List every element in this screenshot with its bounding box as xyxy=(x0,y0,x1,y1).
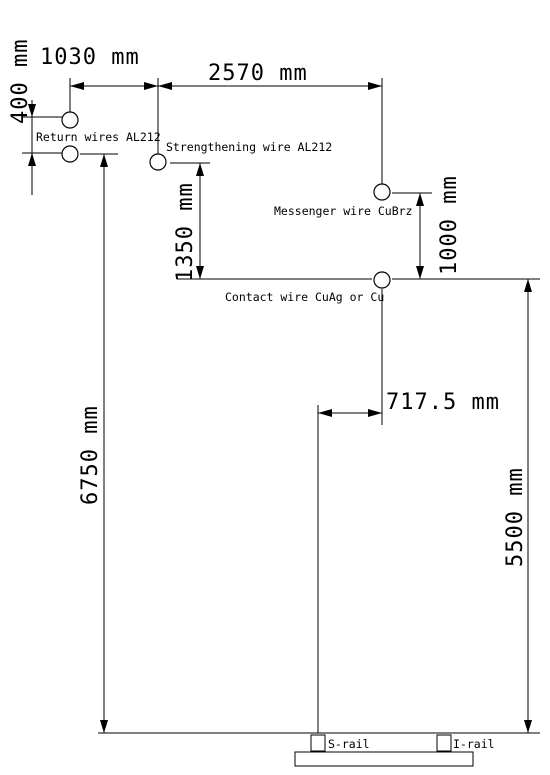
label-return-wires: Return wires AL212 xyxy=(36,130,161,144)
label-strengthening-wire: Strengthening wire AL212 xyxy=(166,140,332,154)
dim-1000: 1000 mm xyxy=(437,175,462,275)
dim-1350: 1350 mm xyxy=(173,182,198,282)
label-i-rail: I-rail xyxy=(453,737,495,751)
dimension-1350 xyxy=(196,163,204,279)
return-wire-lower xyxy=(61,145,79,163)
label-contact-wire: Contact wire CuAg or Cu xyxy=(225,290,384,304)
dimension-717-5 xyxy=(317,405,382,733)
dim-6750: 6750 mm xyxy=(78,405,103,505)
dimension-5500 xyxy=(524,279,532,733)
dim-5500: 5500 mm xyxy=(503,467,528,567)
dim-717-5: 717.5 mm xyxy=(386,390,500,415)
label-messenger-wire: Messenger wire CuBrz xyxy=(274,204,412,218)
sleeper xyxy=(294,751,474,767)
return-wire-upper xyxy=(61,111,79,129)
dimension-400 xyxy=(22,100,62,195)
dimension-6750 xyxy=(100,154,108,733)
i-rail xyxy=(436,734,452,752)
contact-wire xyxy=(373,271,391,289)
dimension-1000 xyxy=(416,193,424,279)
dimension-horizontal-top xyxy=(69,78,383,184)
messenger-wire xyxy=(373,183,391,201)
label-s-rail: S-rail xyxy=(328,737,370,751)
s-rail xyxy=(310,734,326,752)
strengthening-wire xyxy=(149,153,167,171)
dim-1030: 1030 mm xyxy=(40,45,140,70)
dim-2570: 2570 mm xyxy=(208,61,308,86)
dim-400: 400 mm xyxy=(8,39,33,124)
